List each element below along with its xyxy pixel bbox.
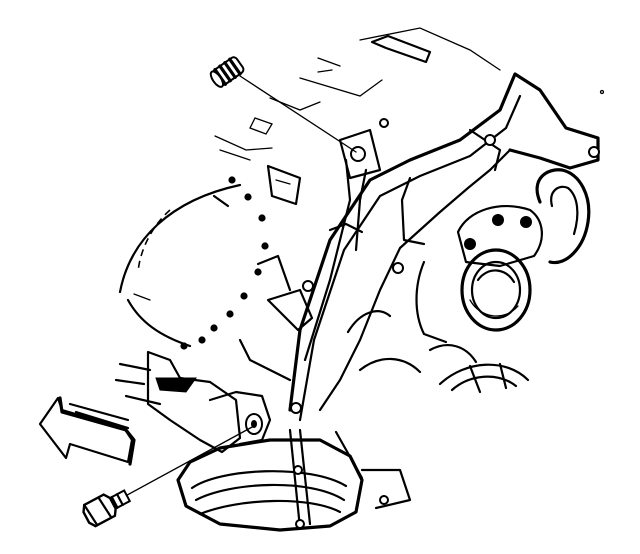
- upper-plug: [209, 56, 357, 153]
- top-engine-detail: [214, 27, 605, 161]
- upper-plug-port: [350, 146, 366, 162]
- bolt-hole: [588, 146, 600, 158]
- bolt-hole: [290, 402, 302, 414]
- bolt-hole: [244, 193, 252, 201]
- bolt-hole: [180, 342, 188, 350]
- bolt-hole: [379, 495, 389, 505]
- arrow-left-icon: [38, 396, 136, 466]
- bolt-hole: [226, 310, 234, 318]
- bolt-hole: [295, 519, 305, 529]
- bolt-hole: [293, 465, 303, 475]
- lower-port-boss: [114, 350, 272, 454]
- bolt-hole: [228, 176, 236, 184]
- front-cover: [288, 72, 600, 422]
- bolt-hole: [392, 262, 404, 274]
- bolt-hole: [198, 336, 206, 344]
- bolt-hole: [484, 134, 496, 146]
- bolt-hole: [210, 324, 218, 332]
- block-side: [212, 164, 314, 382]
- bolt-hole: [464, 238, 476, 250]
- oil-pan: [176, 428, 412, 532]
- bolt-hole: [261, 242, 269, 250]
- bolt-hole: [520, 216, 532, 228]
- flywheel-disc: [118, 176, 269, 350]
- bolt-hole: [258, 214, 266, 222]
- lower-plug: [82, 425, 255, 528]
- right-bores: [346, 168, 591, 394]
- bolt-hole: [254, 268, 262, 276]
- bolt-hole: [240, 292, 248, 300]
- bolt-hole: [492, 214, 504, 226]
- bolt-hole: [302, 280, 314, 292]
